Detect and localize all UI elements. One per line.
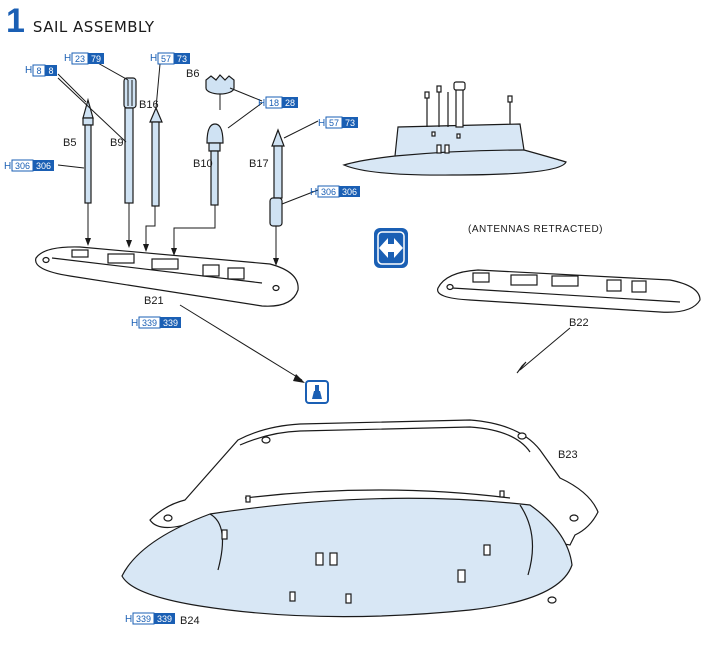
step-number: 1: [6, 2, 25, 40]
paint-code-h339b: H 339 339: [125, 612, 175, 625]
svg-text:73: 73: [177, 54, 187, 64]
svg-text:306: 306: [15, 161, 30, 171]
svg-text:H: H: [310, 187, 317, 198]
paint-code-h339a: H 339 339: [131, 316, 181, 329]
paint-leaders: [57, 61, 319, 205]
attach-arrows: [85, 203, 279, 266]
step-title: SAIL ASSEMBLY: [32, 18, 155, 36]
glue-tube-icon: [305, 380, 329, 404]
label-b24: B24: [180, 615, 200, 627]
label-b10: B10: [193, 158, 213, 170]
label-b17: B17: [249, 158, 269, 170]
paint-code-h23: H 23 79: [64, 52, 104, 65]
svg-text:H: H: [125, 614, 132, 625]
paint-code-h18: H 18 28: [258, 96, 298, 109]
part-b6: [205, 74, 235, 95]
part-b24: [121, 497, 573, 618]
label-b6: B6: [186, 68, 199, 80]
label-b9: B9: [110, 137, 123, 149]
antennas-retracted-caption: (ANTENNAS RETRACTED): [468, 224, 603, 235]
paint-code-h57a: H 57 73: [150, 52, 190, 65]
svg-text:H: H: [4, 161, 11, 172]
svg-text:73: 73: [345, 118, 355, 128]
part-b17: [269, 128, 285, 227]
label-b21: B21: [144, 295, 164, 307]
b21-leader: [179, 304, 303, 381]
part-b21: [35, 246, 299, 307]
part-b16: [149, 106, 163, 207]
svg-text:339: 339: [136, 614, 151, 624]
svg-text:23: 23: [75, 54, 85, 64]
svg-text:8: 8: [36, 66, 41, 76]
b22-leader: [519, 327, 571, 371]
svg-text:H: H: [318, 118, 325, 129]
svg-text:8: 8: [48, 66, 53, 76]
svg-text:57: 57: [329, 118, 339, 128]
svg-text:H: H: [150, 53, 157, 64]
paint-code-h306a: H 306 306: [4, 159, 54, 172]
part-b9: [123, 77, 137, 204]
svg-text:H: H: [64, 53, 71, 64]
svg-text:339: 339: [157, 614, 172, 624]
svg-text:57: 57: [161, 54, 171, 64]
part-b5: [82, 97, 94, 204]
svg-text:H: H: [25, 65, 32, 76]
paint-code-h57b: H 57 73: [318, 116, 358, 129]
svg-text:306: 306: [342, 187, 357, 197]
svg-text:28: 28: [285, 98, 295, 108]
sail-preview: [342, 81, 567, 176]
part-b10: [206, 123, 224, 206]
svg-text:79: 79: [91, 54, 101, 64]
svg-text:339: 339: [142, 318, 157, 328]
label-b16: B16: [139, 99, 159, 111]
label-b22: B22: [569, 317, 589, 329]
svg-text:18: 18: [269, 98, 279, 108]
paint-code-h306b: H 306 306: [310, 185, 360, 198]
left-right-arrows-icon: [374, 228, 408, 268]
page-title: 1 SAIL ASSEMBLY: [6, 4, 155, 38]
svg-text:306: 306: [321, 187, 336, 197]
svg-text:H: H: [131, 318, 138, 329]
svg-text:H: H: [258, 98, 265, 109]
svg-text:306: 306: [36, 161, 51, 171]
label-b5: B5: [63, 137, 76, 149]
part-b22: [437, 269, 701, 313]
paint-code-h8: H 8 8: [25, 64, 57, 77]
svg-text:339: 339: [163, 318, 178, 328]
label-b23: B23: [558, 449, 578, 461]
